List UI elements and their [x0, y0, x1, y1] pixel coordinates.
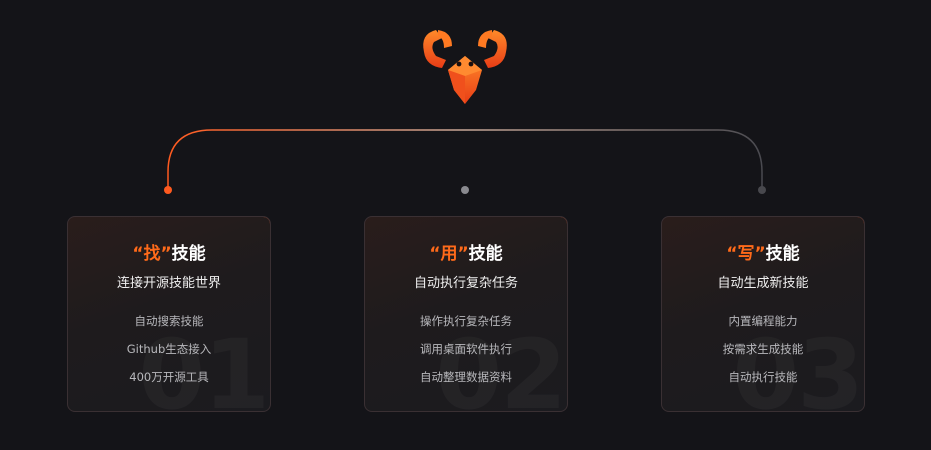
- card-title-suffix: 技能: [171, 244, 206, 264]
- list-item: 调用桌面软件执行: [420, 342, 512, 356]
- list-item: 自动搜索技能: [134, 314, 204, 328]
- card-subtitle: 连接开源技能世界: [116, 276, 221, 291]
- lobster-icon: [423, 30, 507, 104]
- card-title-keyword: “找”: [132, 244, 172, 264]
- card-title: “找”技能: [68, 239, 270, 264]
- skill-card-write: 03 “写”技能 自动生成新技能 内置编程能力 按需求生成技能 自动执行技能: [661, 216, 865, 412]
- connector-dot-left: [164, 186, 172, 194]
- card-feature-list: 自动搜索技能 Github生态接入 400万开源工具: [68, 313, 270, 397]
- card-subtitle: 自动生成新技能: [717, 276, 809, 291]
- list-item: Github生态接入: [126, 342, 212, 356]
- list-item: 操作执行复杂任务: [420, 314, 512, 328]
- list-item: 内置编程能力: [728, 314, 798, 328]
- list-item: 按需求生成技能: [722, 342, 804, 356]
- connector-dot-right: [758, 186, 766, 194]
- card-title: “用”技能: [365, 239, 567, 264]
- card-feature-list: 内置编程能力 按需求生成技能 自动执行技能: [662, 313, 864, 397]
- connector-dot-center: [461, 186, 469, 194]
- card-title-keyword: “写”: [726, 244, 766, 264]
- list-item: 自动执行技能: [728, 370, 798, 384]
- card-title: “写”技能: [662, 239, 864, 264]
- skill-card-use: 02 “用”技能 自动执行复杂任务 操作执行复杂任务 调用桌面软件执行 自动整理…: [364, 216, 568, 412]
- list-item: 400万开源工具: [129, 370, 209, 384]
- card-subtitle: 自动执行复杂任务: [413, 276, 518, 291]
- card-feature-list: 操作执行复杂任务 调用桌面软件执行 自动整理数据资料: [365, 313, 567, 397]
- list-item: 自动整理数据资料: [420, 370, 512, 384]
- card-title-suffix: 技能: [765, 244, 800, 264]
- skill-card-find: 01 “找”技能 连接开源技能世界 自动搜索技能 Github生态接入 400万…: [67, 216, 271, 412]
- card-title-suffix: 技能: [468, 244, 503, 264]
- card-title-keyword: “用”: [429, 244, 469, 264]
